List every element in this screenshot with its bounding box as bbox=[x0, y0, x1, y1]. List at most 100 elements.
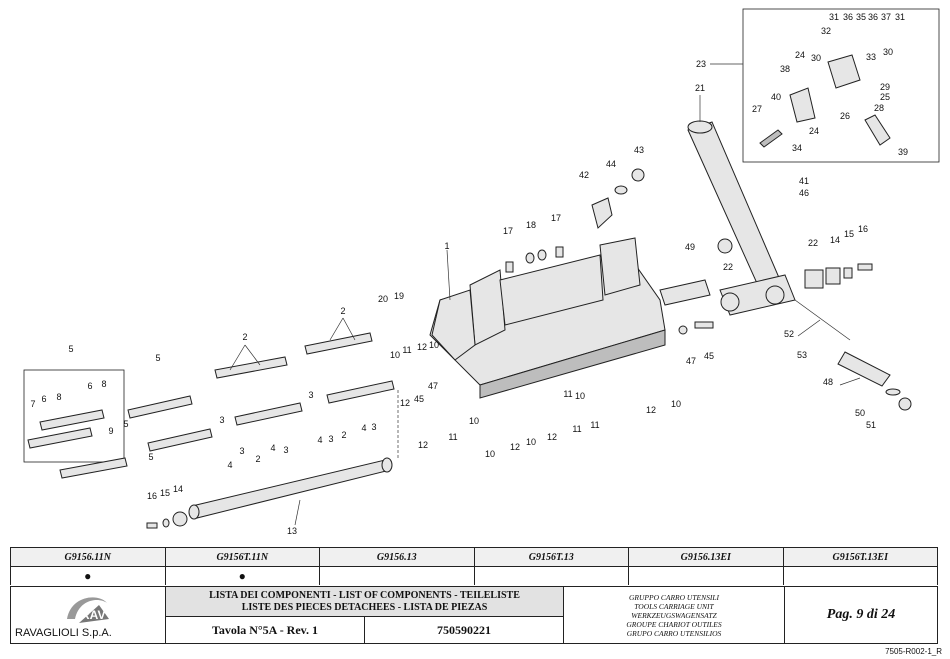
shaft-13 bbox=[191, 459, 391, 519]
callout: 27 bbox=[752, 104, 762, 114]
washer-50 bbox=[885, 388, 901, 396]
callout: 2 bbox=[341, 430, 346, 440]
callout: 31 bbox=[895, 12, 905, 22]
callout: 32 bbox=[821, 26, 831, 36]
title-block: RAV RAVAGLIOLI S.p.A. LISTA DEI COMPONEN… bbox=[10, 586, 938, 644]
group-name-es: GRUPO CARRO UTENSILIOS bbox=[626, 628, 722, 638]
callout: 12 bbox=[547, 432, 557, 442]
callout: 44 bbox=[606, 159, 616, 169]
washer-15 bbox=[843, 267, 853, 279]
variant-mark bbox=[473, 567, 628, 585]
callout: 15 bbox=[844, 229, 854, 239]
callout: 18 bbox=[526, 220, 536, 230]
callout: 8 bbox=[56, 392, 61, 402]
lists-line-1: LISTA DEI COMPONENTI - LIST OF COMPONENT… bbox=[209, 590, 520, 601]
pin-17a bbox=[505, 261, 514, 273]
exploded-view-drawing: 1 2 2 2 2 3 3 3 3 3 3 4 4 4 4 5 5 5 5 6 … bbox=[23, 8, 940, 536]
variant-header: G9156T.13 bbox=[473, 548, 628, 566]
callout: 5 bbox=[148, 452, 153, 462]
callout: 5 bbox=[155, 353, 160, 363]
callout: 35 bbox=[856, 12, 866, 22]
callout: 49 bbox=[685, 242, 695, 252]
carriage-frame bbox=[429, 237, 711, 399]
callout: 15 bbox=[160, 488, 170, 498]
callout: 31 bbox=[829, 12, 839, 22]
callout: 10 bbox=[485, 449, 495, 459]
pin-17b bbox=[555, 246, 564, 258]
callout: 5 bbox=[123, 419, 128, 429]
document-reference: 7505-R002-1_R bbox=[885, 647, 942, 656]
callout: 12 bbox=[510, 442, 520, 452]
washer-44 bbox=[614, 185, 628, 195]
callout: 3 bbox=[328, 434, 333, 444]
table-reference: Tavola N°5A - Rev. 1 bbox=[166, 617, 365, 643]
callout: 5 bbox=[68, 344, 73, 354]
spring bbox=[794, 299, 851, 341]
reference-row: Tavola N°5A - Rev. 1 750590221 bbox=[166, 617, 563, 643]
callout: 8 bbox=[101, 379, 106, 389]
callout: 3 bbox=[371, 422, 376, 432]
callout: 3 bbox=[308, 390, 313, 400]
callout: 39 bbox=[898, 147, 908, 157]
callout: 10 bbox=[429, 340, 439, 350]
callout: 21 bbox=[695, 83, 705, 93]
callout: 40 bbox=[771, 92, 781, 102]
screw-16 bbox=[857, 263, 873, 271]
callout: 2 bbox=[255, 454, 260, 464]
callout: 12 bbox=[400, 398, 410, 408]
handle-42 bbox=[591, 197, 613, 229]
detail-box-left bbox=[23, 369, 125, 463]
components-list-cell: LISTA DEI COMPONENTI - LIST OF COMPONENT… bbox=[166, 587, 564, 643]
callout: 30 bbox=[811, 53, 821, 63]
callout: 4 bbox=[361, 423, 366, 433]
callout: 28 bbox=[874, 103, 884, 113]
callout: 46 bbox=[799, 188, 809, 198]
callout: 2 bbox=[340, 306, 345, 316]
callout: 10 bbox=[390, 350, 400, 360]
bushing-22 bbox=[804, 269, 824, 289]
callout: 17 bbox=[551, 213, 561, 223]
variant-header: G9156.11N bbox=[11, 548, 165, 566]
callout: 10 bbox=[671, 399, 681, 409]
cap-49 bbox=[717, 238, 733, 254]
ring-51 bbox=[898, 397, 912, 411]
screw-45 bbox=[694, 321, 714, 329]
callout: 4 bbox=[317, 435, 322, 445]
variant-header: G9156T.11N bbox=[164, 548, 319, 566]
callout: 33 bbox=[866, 52, 876, 62]
components-list-title: LISTA DEI COMPONENTI - LIST OF COMPONENT… bbox=[166, 587, 563, 617]
callout: 3 bbox=[283, 445, 288, 455]
vertical-arm bbox=[687, 120, 796, 316]
callout: 11 bbox=[572, 424, 581, 434]
callout-labels: 1 2 2 2 2 3 3 3 3 3 3 4 4 4 4 5 5 5 5 6 … bbox=[30, 12, 908, 536]
group-name-fr: GROUPE CHARIOT OUTILES bbox=[626, 619, 722, 629]
group-names-cell: GRUPPO CARRO UTENSILI TOOLS CARRIAGE UNI… bbox=[564, 587, 785, 643]
callout: 4 bbox=[270, 443, 275, 453]
callout: 2 bbox=[242, 332, 247, 342]
callout: 7 bbox=[30, 399, 35, 409]
callout: 26 bbox=[840, 111, 850, 121]
callout: 11 bbox=[448, 432, 457, 442]
company-logo-cell: RAV RAVAGLIOLI S.p.A. bbox=[11, 587, 166, 643]
callout: 51 bbox=[866, 420, 876, 430]
callout: 34 bbox=[792, 143, 802, 153]
variants-header-row: G9156.11N G9156T.11N G9156.13 G9156T.13 … bbox=[11, 548, 937, 566]
variant-header: G9156.13 bbox=[319, 548, 474, 566]
callout: 14 bbox=[173, 484, 183, 494]
callout: 43 bbox=[634, 145, 644, 155]
slide-bars bbox=[27, 332, 395, 479]
company-logo: RAV bbox=[67, 597, 109, 623]
lock-lever-assembly bbox=[759, 54, 891, 148]
callout: 12 bbox=[646, 405, 656, 415]
knob-43 bbox=[631, 168, 645, 182]
callout: 19 bbox=[394, 291, 404, 301]
callout: 24 bbox=[795, 50, 805, 60]
callout: 36 bbox=[868, 12, 878, 22]
group-name-en: TOOLS CARRIAGE UNIT bbox=[634, 601, 714, 611]
leader-lines bbox=[229, 63, 861, 526]
callout: 22 bbox=[808, 238, 818, 248]
callout: 16 bbox=[147, 491, 157, 501]
group-name-it: GRUPPO CARRO UTENSILI bbox=[629, 592, 719, 602]
callout: 10 bbox=[526, 437, 536, 447]
washer-14 bbox=[825, 267, 841, 285]
